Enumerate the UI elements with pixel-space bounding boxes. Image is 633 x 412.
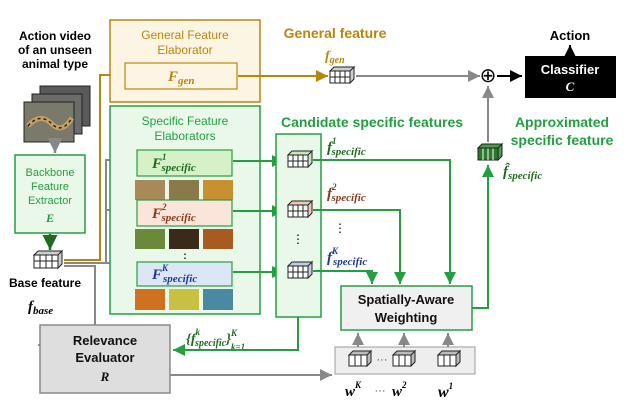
candidate-feature-2-icon bbox=[286, 199, 314, 219]
weight-k-icon bbox=[347, 349, 373, 368]
backbone-line3: Extractor bbox=[28, 195, 72, 207]
approx-symbol: f̂specific bbox=[503, 162, 542, 182]
weight-1-icon bbox=[436, 349, 462, 368]
classifier-symbol: C bbox=[566, 79, 575, 94]
specific-elaborators-line1: Specific Feature bbox=[142, 114, 229, 128]
weight-1-label: w1 bbox=[438, 381, 453, 401]
weight-2-label: w2 bbox=[392, 380, 407, 400]
specific-k-animal-images bbox=[135, 289, 233, 310]
approx-title-line1: Approximated bbox=[515, 114, 609, 130]
weighting-line2: Weighting bbox=[375, 310, 438, 325]
relevance-line1: Relevance bbox=[73, 333, 137, 348]
weight-k-label: wK bbox=[345, 380, 362, 400]
relevance-evaluator-box bbox=[39, 324, 171, 394]
relevance-line2: Evaluator bbox=[75, 350, 134, 365]
specific-2-animal-images bbox=[135, 229, 233, 249]
general-elaborator-line1: General Feature bbox=[141, 28, 229, 42]
backbone-line1: Backbone bbox=[26, 167, 75, 179]
classifier-line1: Classifier bbox=[541, 62, 600, 77]
specific-elaborator-k bbox=[136, 261, 233, 287]
input-label-line3: animal type bbox=[22, 57, 88, 71]
candidate-title: Candidate specific features bbox=[281, 114, 463, 130]
candidate-feature-k-icon bbox=[286, 260, 314, 280]
general-feature-symbol: fgen bbox=[325, 49, 345, 66]
specific-elaborator-2 bbox=[136, 199, 233, 227]
weighting-line1: Spatially-Aware bbox=[358, 292, 455, 307]
general-feature-icon bbox=[328, 65, 356, 85]
weighting-box bbox=[340, 285, 473, 331]
sum-icon: ⊕ bbox=[480, 65, 497, 87]
candidate-feature-1-icon bbox=[286, 149, 314, 169]
classifier-box bbox=[525, 56, 616, 98]
base-feature-icon bbox=[32, 249, 64, 270]
weights-dots: ··· bbox=[377, 354, 388, 366]
backbone-line2: Feature bbox=[31, 181, 69, 193]
video-frames-image bbox=[23, 85, 91, 143]
specific-1-animal-images bbox=[135, 180, 233, 200]
relevance-symbol: R bbox=[100, 369, 110, 384]
general-elaborator-inner bbox=[124, 62, 238, 90]
approx-title-line2: specific feature bbox=[511, 132, 614, 148]
base-feature-label: Base feature bbox=[9, 276, 81, 290]
weight-2-icon bbox=[391, 349, 417, 368]
general-elaborator-line2: Elaborator bbox=[157, 43, 212, 57]
input-label-line2: of an unseen bbox=[18, 43, 92, 57]
candidate-vdots: ⋮ bbox=[292, 232, 304, 246]
backbone-symbol: E bbox=[45, 211, 54, 225]
general-feature-title: General feature bbox=[284, 25, 387, 41]
general-elaborator-symbol: Fgen bbox=[167, 69, 195, 87]
specific-elaborator-1 bbox=[136, 149, 233, 177]
action-label: Action bbox=[550, 28, 591, 43]
backbone-box bbox=[14, 154, 86, 234]
weight-labels-dots: ··· bbox=[375, 385, 386, 397]
specific-elaborators-line2: Elaborators bbox=[154, 129, 215, 143]
candidate-labels-vdots: ⋮ bbox=[334, 221, 346, 235]
approx-feature-icon bbox=[476, 142, 504, 162]
input-label-line1: Action video bbox=[19, 29, 91, 43]
base-feature-symbol: fbase bbox=[28, 299, 53, 317]
